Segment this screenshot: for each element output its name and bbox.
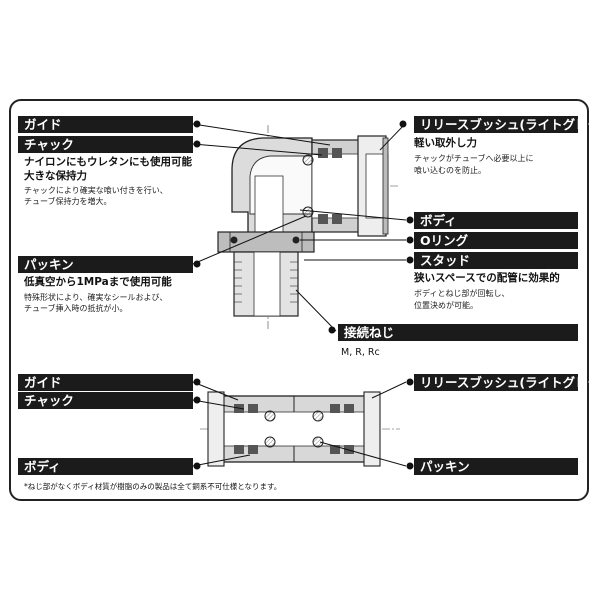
release-bush-feature-1: 軽い取外し力 bbox=[414, 137, 477, 149]
label-stud: スタッド bbox=[414, 252, 578, 269]
label-o-ring: Oリング bbox=[414, 232, 578, 249]
elbow-fitting-drawing bbox=[217, 125, 400, 330]
straight-union-drawing bbox=[200, 391, 400, 467]
chuck-desc-2: チューブ保持力を増大。 bbox=[24, 197, 112, 206]
release-bush-desc-2: 喰い込むのを防止。 bbox=[414, 166, 486, 175]
label-thread: 接続ねじ bbox=[338, 324, 578, 341]
stud-desc-2: 位置決めが可能。 bbox=[414, 301, 478, 310]
label-chuck-bottom: チャック bbox=[18, 392, 193, 409]
diagram-frame bbox=[9, 99, 589, 501]
leader-lines-top bbox=[192, 120, 414, 334]
chuck-feature-1: ナイロンにもウレタンにも使用可能 bbox=[24, 156, 192, 168]
thread-types: M, R, Rc bbox=[341, 347, 380, 358]
chuck-desc-1: チャックにより確実な喰い付きを行い、 bbox=[24, 186, 168, 195]
label-guide-bottom: ガイド bbox=[18, 374, 193, 391]
label-packing-top: パッキン bbox=[18, 256, 193, 273]
packing-desc-1: 特殊形状により、確実なシールおよび、 bbox=[24, 293, 168, 302]
stud-feature-1: 狭いスペースでの配管に効果的 bbox=[414, 272, 560, 284]
label-chuck-top: チャック bbox=[18, 136, 193, 153]
label-release-bush-top: リリースブッシュ(ライトグレー) bbox=[414, 116, 600, 133]
label-guide-top: ガイド bbox=[18, 116, 193, 133]
packing-desc-2: チューブ挿入時の抵抗が小。 bbox=[24, 304, 128, 313]
label-body-top: ボディ bbox=[414, 212, 578, 229]
label-release-bush-bottom: リリースブッシュ(ライトグレー) bbox=[414, 374, 600, 391]
leader-lines-bottom bbox=[192, 378, 414, 470]
footnote: *ねじ部がなくボディ材質が樹脂のみの製品は全て銅系不可仕様となります。 bbox=[24, 482, 282, 491]
chuck-feature-2: 大きな保持力 bbox=[24, 170, 87, 182]
stud-desc-1: ボディとねじ部が回転し、 bbox=[414, 289, 510, 298]
packing-feature-1: 低真空から1MPaまで使用可能 bbox=[24, 276, 172, 288]
label-body-bottom: ボディ bbox=[18, 458, 193, 475]
label-packing-bottom: パッキン bbox=[414, 458, 578, 475]
release-bush-desc-1: チャックがチューブへ必要以上に bbox=[414, 154, 534, 163]
